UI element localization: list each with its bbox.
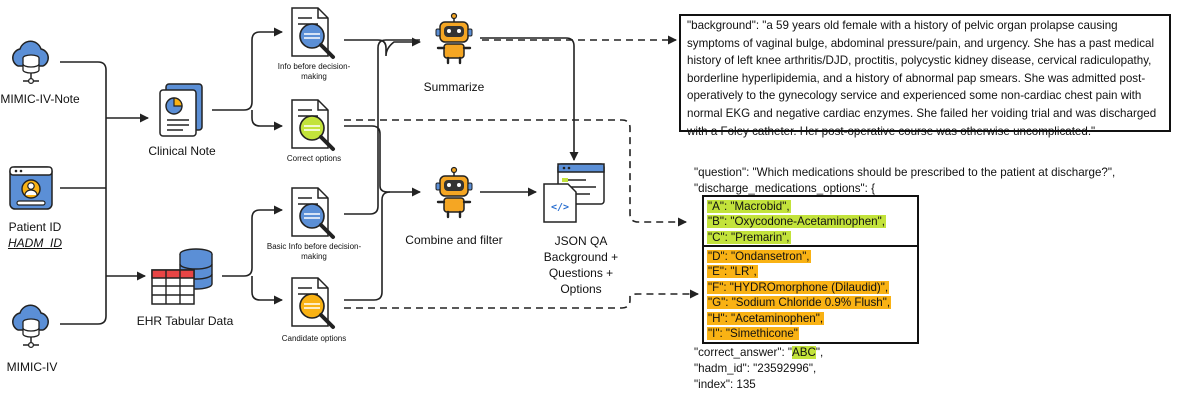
ehr-tabular-label: EHR Tabular Data [136, 314, 234, 328]
to-info-before-arrow [212, 27, 283, 111]
candidate-options-box: "D": "Ondansetron", "E": "LR", "F": "HYD… [702, 245, 919, 344]
combine-filter-label: Combine and filter [405, 233, 503, 247]
candidate-to-options-arrow [344, 289, 699, 309]
info-to-summarize-arrow [344, 37, 421, 57]
background-box: "background": "a 59 years old female wit… [679, 14, 1171, 138]
index-line: "index": 135 [694, 378, 756, 391]
correct-answer-suffix: ", [815, 346, 824, 359]
option-b: "B": "Oxycodone-Acetaminophen", [707, 215, 886, 229]
patient-id-card-icon [8, 163, 54, 213]
to-correct-options-arrow [251, 110, 283, 131]
source-bracket-line [60, 61, 107, 325]
basic-info-doc-icon [284, 184, 344, 240]
candidate-options-label: Candidate options [281, 334, 347, 343]
option-c: "C": "Premarin", [707, 230, 791, 244]
option-d: "D": "Ondansetron", [707, 250, 811, 263]
candidate-to-combine-line [344, 191, 391, 301]
to-candidate-options-arrow [251, 276, 283, 305]
json-qa-line-questions: Questions + [548, 266, 614, 280]
mimic-note-database-icon [6, 36, 56, 86]
to-basic-info-arrow [222, 205, 283, 277]
question-line: "question": "Which medications should be… [694, 166, 1116, 179]
correct-options-doc-icon [284, 96, 344, 152]
correct-answer-line: "correct_answer": "ABC", [694, 345, 823, 361]
correct-to-options-arrow [344, 119, 687, 227]
json-qa-icon: </> [538, 160, 608, 226]
mimic-note-label: MIMIC-IV-Note [0, 92, 80, 106]
mimic-iv-label: MIMIC-IV [6, 360, 58, 374]
correct-to-combine-arrow [344, 125, 421, 197]
json-qa-line-background: Background + [543, 250, 619, 264]
mimic-iv-database-icon [6, 300, 56, 350]
options-header: "discharge_medications_options": { [694, 182, 875, 195]
option-i: "I": "Simethicone" [707, 327, 799, 341]
correct-answer-value: ABC [792, 346, 816, 359]
hadm-id-line: "hadm_id": "23592996", [694, 362, 817, 375]
combine-robot-icon [428, 166, 480, 220]
basic-info-label: Basic Info before decision-making [266, 242, 362, 261]
option-f: "F": "HYDROmorphone (Dilaudid)", [707, 280, 890, 294]
option-a: "A": "Macrobid", [707, 200, 791, 213]
json-qa-line-options: Options [560, 282, 602, 296]
summarize-robot-icon [428, 12, 480, 66]
info-before-label: Info before decision-making [277, 62, 351, 81]
patient-id-label: Patient ID [8, 220, 62, 234]
summarize-to-json-arrow [480, 37, 579, 161]
candidate-options-doc-icon [284, 274, 344, 330]
json-qa-title: JSON QA [554, 234, 608, 248]
option-h: "H": "Acetaminophen", [707, 311, 825, 325]
option-e: "E": "LR", [707, 265, 758, 279]
correct-options-box: "A": "Macrobid", "B": "Oxycodone-Acetami… [702, 195, 919, 247]
correct-answer-prefix: "correct_answer": " [694, 346, 793, 359]
clinical-note-icon [152, 80, 212, 142]
hadm-id-label: HADM_ID [7, 236, 62, 250]
clinical-note-label: Clinical Note [148, 144, 216, 158]
info-before-doc-icon [284, 4, 344, 60]
summarize-label: Summarize [423, 80, 485, 94]
background-text: "background": "a 59 years old female wit… [687, 19, 1157, 138]
ehr-table-icon [148, 244, 218, 308]
correct-options-label: Correct options [286, 154, 342, 163]
option-g: "G": "Sodium Chloride 0.9% Flush", [707, 296, 892, 310]
svg-text:</>: </> [551, 202, 569, 213]
